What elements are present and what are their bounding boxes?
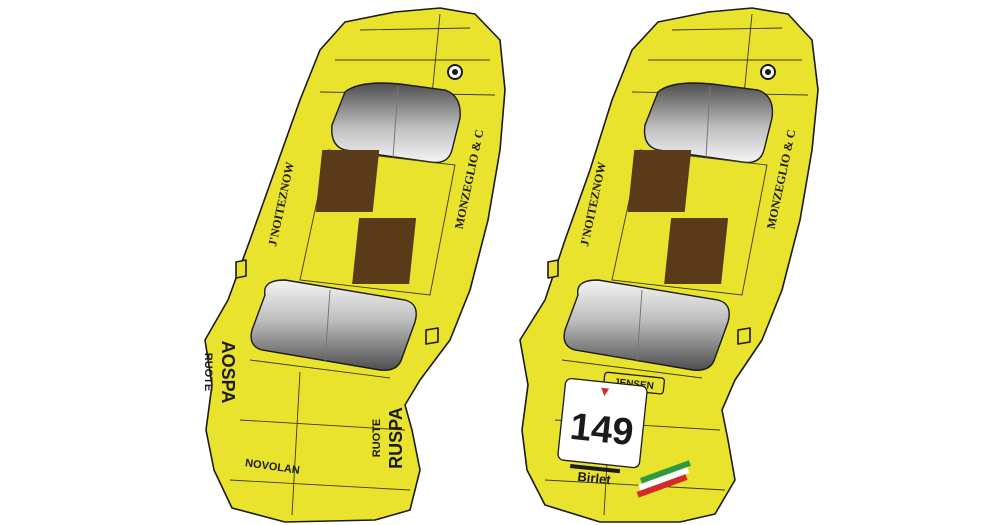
roof-check-2 [352, 218, 417, 284]
mirror-right [737, 327, 751, 345]
car-right: J'NOITEZNOW MONZEGLIO & C JENSEN 149 Bir… [519, 7, 819, 523]
rear-window [643, 82, 774, 164]
rear-decal-brand: RUSPA [386, 407, 406, 469]
fuel-cap-icon [447, 64, 463, 80]
mirror-left [547, 259, 559, 279]
sponsor-label: Birlet [577, 469, 612, 487]
hood-decal-ruote: RUOTE [202, 353, 214, 392]
sponsor-decal: Birlet [570, 464, 621, 487]
race-number-panel: 149 [557, 377, 648, 469]
mirror-right [425, 327, 439, 345]
fuel-cap-icon [760, 64, 776, 80]
roof-check-1 [315, 150, 380, 212]
car-left: J'NOITEZNOW MONZEGLIO & C RUOTE AOSPA RU… [202, 7, 506, 523]
hood-decal-brand: AOSPA [218, 341, 238, 404]
rear-window [331, 82, 461, 164]
mirror-left [235, 259, 247, 279]
windscreen [250, 279, 417, 371]
roof-check-1 [627, 150, 692, 212]
italian-flag-stripe [636, 460, 691, 498]
roof-check-2 [664, 218, 729, 284]
rear-decal-ruote: RUOTE [371, 419, 383, 458]
race-number: 149 [568, 406, 635, 454]
windscreen [563, 279, 730, 371]
